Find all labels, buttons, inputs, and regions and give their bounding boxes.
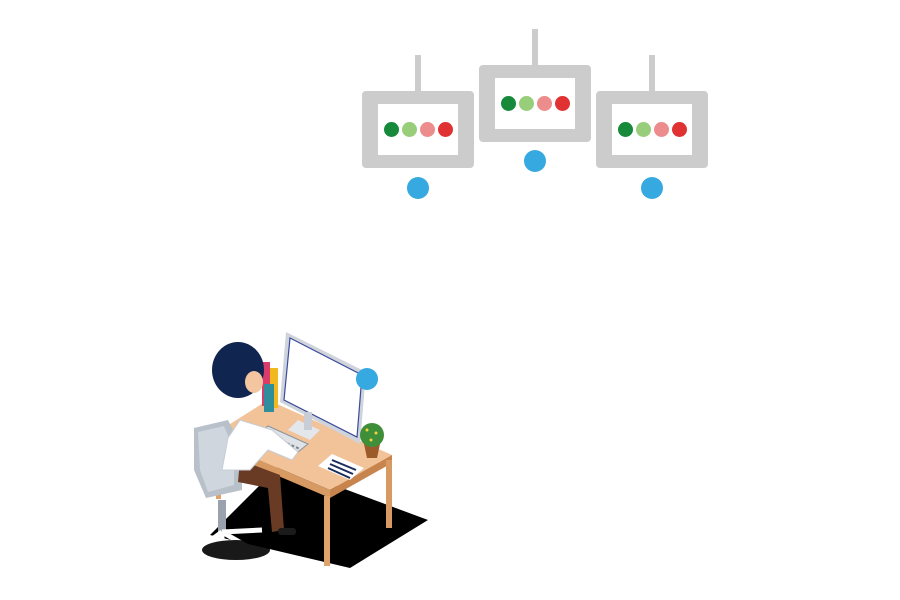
status-light-dark-green (383, 122, 399, 137)
panel-screen (495, 78, 575, 129)
hotspot-marker-center-panel[interactable] (524, 150, 546, 172)
person-icon (212, 342, 299, 535)
status-light-pink (419, 122, 435, 137)
status-light-pink (653, 122, 669, 137)
status-light-red (437, 122, 453, 137)
panel-mount-pole (415, 55, 421, 93)
status-light-light-green (518, 96, 534, 111)
status-light-light-green (635, 122, 651, 137)
status-light-pink (536, 96, 552, 111)
panel-frame (362, 91, 474, 168)
hotspot-marker-right-panel[interactable] (641, 177, 663, 199)
plant-icon (360, 423, 384, 458)
panel-mount-pole (649, 55, 655, 93)
status-light-light-green (401, 122, 417, 137)
panel-screen (612, 104, 692, 155)
status-light-red (671, 122, 687, 137)
panel-frame (596, 91, 708, 168)
hotspot-marker-monitor[interactable] (356, 368, 378, 390)
status-light-dark-green (617, 122, 633, 137)
panel-mount-pole (532, 29, 538, 67)
status-light-red (554, 96, 570, 111)
status-light-dark-green (500, 96, 516, 111)
books-icon (262, 362, 278, 412)
panel-screen (378, 104, 458, 155)
panel-frame (479, 65, 591, 142)
hotspot-marker-left-panel[interactable] (407, 177, 429, 199)
monitor-icon (280, 332, 366, 444)
workstation-illustration (194, 332, 428, 568)
floor-shadow (210, 465, 428, 568)
